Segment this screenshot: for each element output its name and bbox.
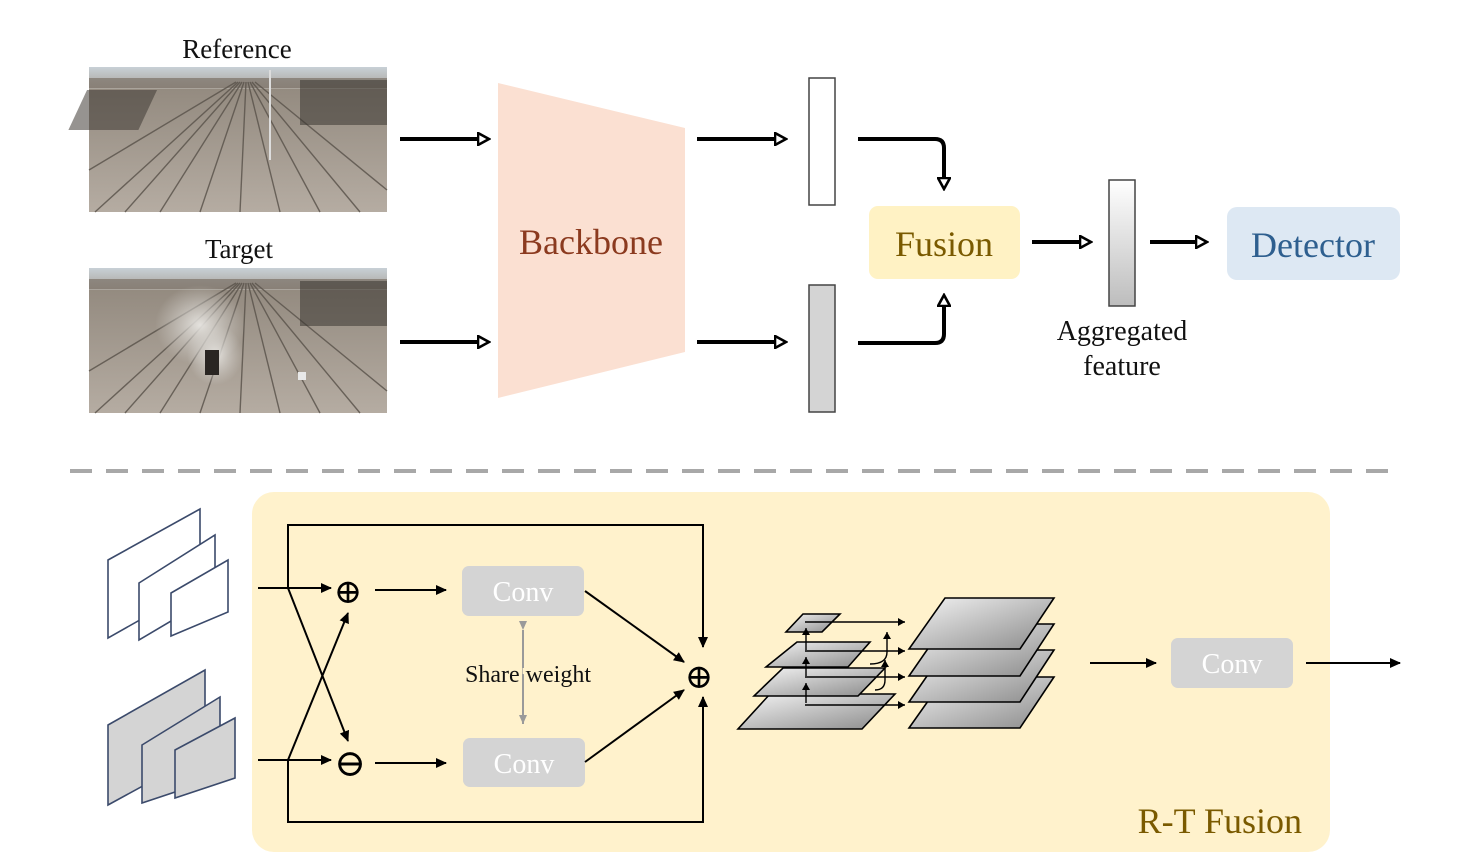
feature-pyramid: [736, 597, 1056, 730]
backbone-block: [498, 83, 685, 398]
reference-feature-stack: [107, 507, 229, 642]
reference-image: [68, 67, 388, 213]
reference-feature-bar: [808, 77, 836, 206]
share-weight-label: Share weight: [465, 662, 591, 688]
arrow-conv-bottom-to-sum: [584, 689, 685, 763]
conv-block-output-label: Conv: [1202, 649, 1263, 680]
aggregated-feature-label-line1: Aggregated: [1057, 316, 1188, 347]
bypass-bottom-line: [287, 696, 708, 823]
conv-block-top: [462, 566, 584, 616]
target-label: Target: [205, 234, 274, 264]
sum-operator: ⊕: [685, 659, 714, 696]
add-operator: ⊕: [334, 574, 363, 611]
conv-block-output: [1171, 638, 1293, 688]
aggregated-feature-label-line2: feature: [1083, 351, 1161, 382]
detector-label: Detector: [1251, 225, 1375, 265]
fusion-label: Fusion: [895, 224, 993, 264]
arrow-ref-feature-to-fusion: [858, 137, 944, 188]
aggregated-feature-bar: [1108, 179, 1136, 307]
backbone-label: Backbone: [519, 222, 663, 262]
pyramid-connections: [802, 618, 905, 709]
conv-block-bottom-label: Conv: [494, 749, 555, 780]
conv-block-top-label: Conv: [493, 577, 554, 608]
cross-line-ref-to-minus: [287, 587, 350, 742]
arrow-conv-top-to-sum: [584, 590, 685, 663]
subtract-operator: ⊖: [334, 743, 366, 785]
target-image: [88, 268, 388, 414]
target-feature-bar: [808, 284, 836, 413]
fusion-block: [869, 206, 1020, 279]
rt-fusion-label: R-T Fusion: [1138, 801, 1302, 841]
detector-block: [1227, 207, 1400, 280]
reference-label: Reference: [182, 34, 291, 64]
target-feature-stack: [107, 668, 236, 807]
arrow-target-feature-to-fusion: [858, 296, 944, 345]
conv-block-bottom: [463, 738, 585, 787]
cross-line-target-to-plus: [287, 612, 349, 761]
bypass-top-line: [287, 524, 708, 648]
